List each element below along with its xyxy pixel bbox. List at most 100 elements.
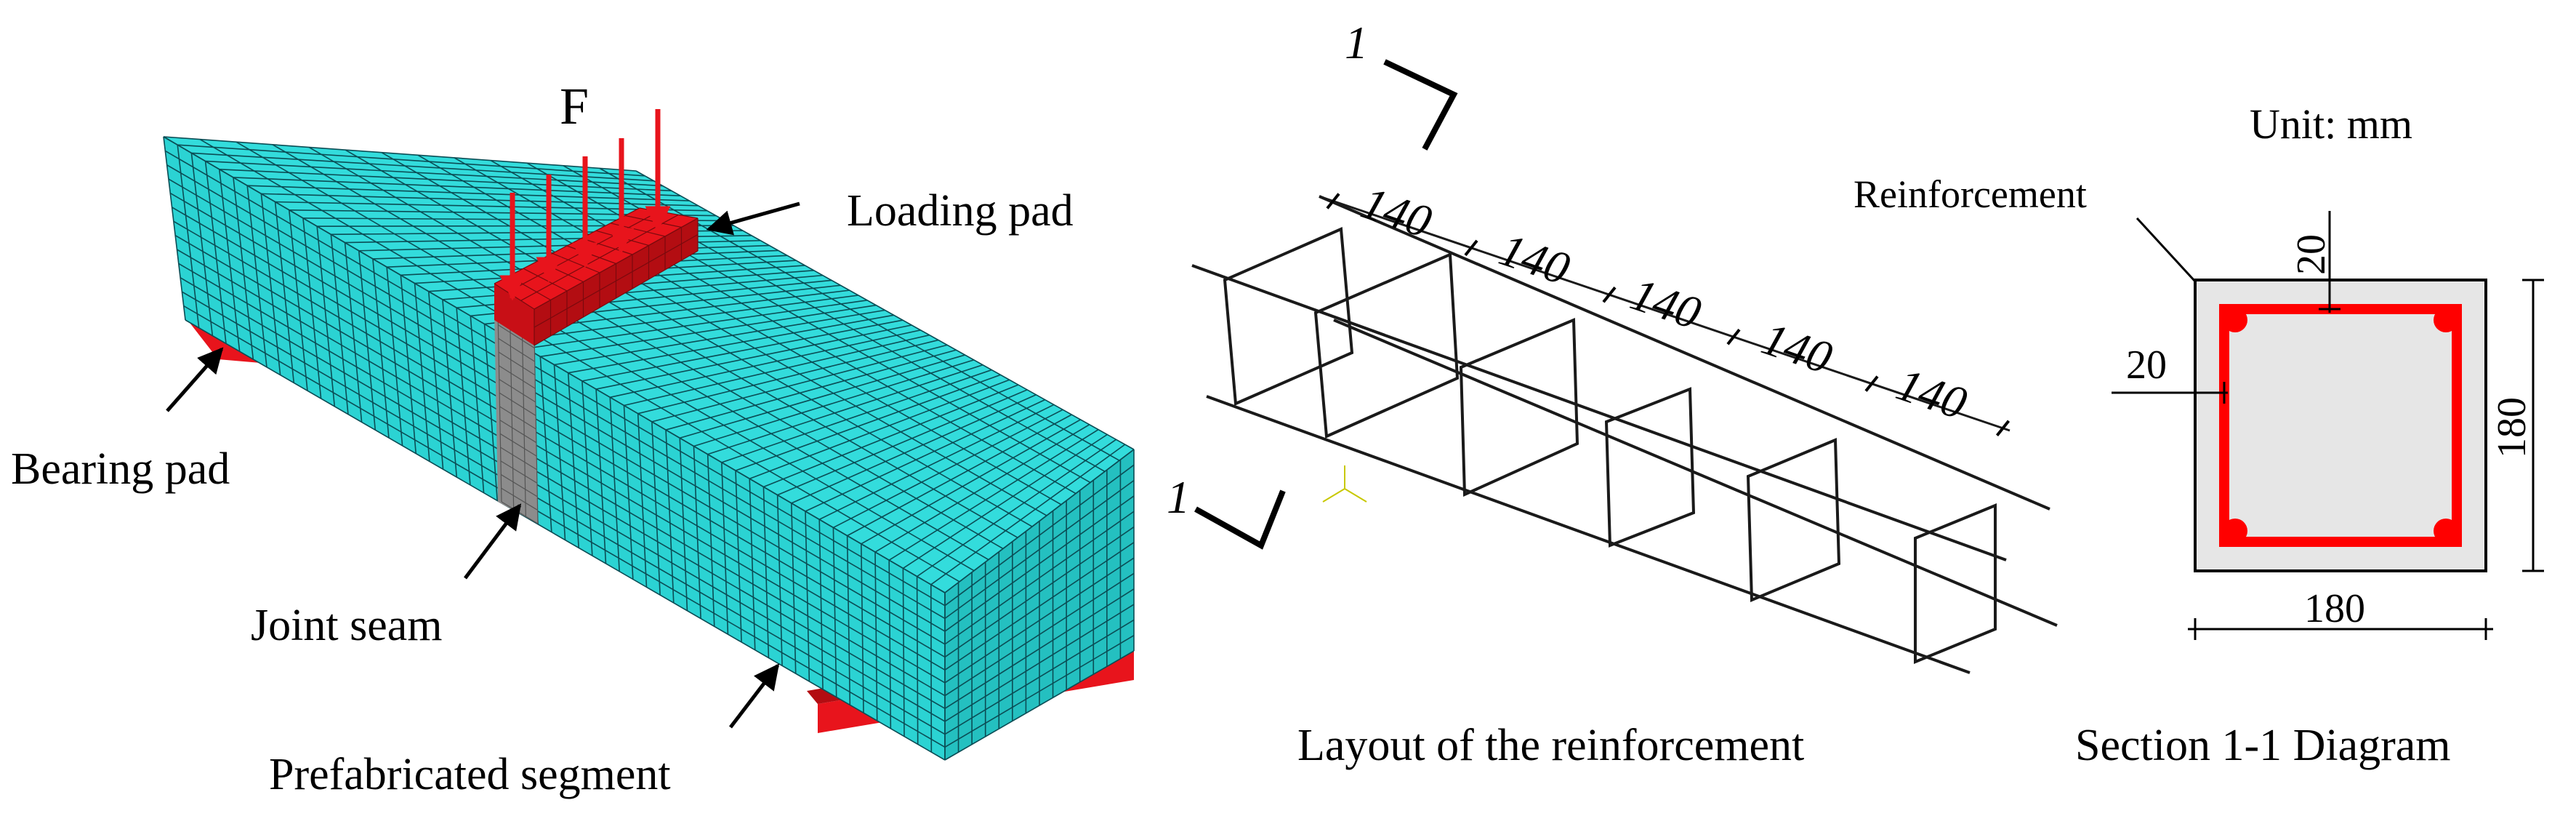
mesh-line — [944, 588, 1135, 709]
cover-left-label: 20 — [2126, 343, 2167, 388]
axis-triad — [1322, 465, 1367, 503]
beam-front-face — [164, 137, 945, 760]
mesh-line — [721, 369, 992, 463]
mesh-line — [174, 235, 946, 684]
mesh-line — [442, 299, 458, 478]
mesh-line — [665, 349, 957, 431]
loading-pad-leader — [706, 201, 800, 236]
mesh-line — [534, 233, 699, 328]
stirrup — [1914, 503, 1997, 664]
stirrup — [1223, 227, 1354, 406]
rebar-top-right — [2434, 308, 2458, 332]
stirrup — [1459, 318, 1579, 497]
mesh-line — [651, 421, 661, 596]
mesh-line — [818, 519, 824, 689]
section-mark-top-symbol — [1383, 59, 1458, 151]
mesh-line — [386, 267, 403, 446]
mesh-line — [944, 650, 1135, 761]
mesh-line — [246, 185, 267, 367]
mesh-line — [500, 447, 537, 471]
section-mark-bottom-symbol — [1194, 489, 1286, 550]
mesh-line — [358, 250, 377, 431]
mesh-line — [539, 356, 552, 532]
mesh-line — [427, 291, 444, 470]
mesh-line — [944, 449, 1135, 593]
mesh-line — [762, 487, 770, 658]
mesh-line — [483, 324, 498, 501]
mesh-line — [498, 324, 535, 349]
long-bar-bottom-front — [1206, 395, 1971, 674]
spacing-label: 140 — [1756, 312, 1839, 383]
mesh-line — [204, 161, 227, 344]
joint-seam-leader — [464, 503, 522, 580]
long-bar-top-back — [1319, 195, 2050, 511]
mesh-line — [944, 557, 1135, 684]
mesh-line — [944, 604, 1135, 722]
mesh-line — [164, 150, 946, 607]
mesh-line — [818, 404, 1055, 520]
stirrup — [1313, 252, 1460, 439]
beam-top-face — [164, 137, 1134, 593]
mesh-line — [805, 399, 1046, 512]
mesh-line — [902, 568, 905, 737]
reinforcement-panel — [1191, 193, 2058, 674]
mesh-line — [499, 433, 537, 457]
loading-pad-label: Loading pad — [847, 186, 1074, 236]
mesh-line — [456, 308, 471, 485]
dimension-ticks — [1326, 193, 2011, 437]
long-bar-bottom-back — [1333, 319, 2058, 627]
mesh-line — [191, 152, 654, 182]
mesh-line — [275, 201, 707, 212]
mesh-line — [735, 374, 1001, 471]
mesh-line — [567, 372, 579, 548]
spacing-label: 140 — [1356, 177, 1438, 248]
mesh-line — [665, 430, 675, 603]
mesh-line — [344, 242, 363, 423]
mesh-line — [177, 144, 645, 177]
mesh-line — [180, 277, 946, 722]
joint-seam-strip — [494, 311, 538, 524]
mesh-line — [944, 511, 1135, 645]
mesh-line — [163, 136, 637, 172]
mesh-line — [944, 572, 1135, 697]
mesh-line — [610, 329, 921, 399]
mesh-line — [707, 364, 983, 455]
mesh-line — [749, 379, 1010, 479]
mesh-line — [498, 351, 536, 376]
section-mark-bottom-label: 1 — [1167, 471, 1190, 523]
mesh-line — [526, 300, 868, 349]
dimension-tick — [1602, 286, 1617, 303]
mesh-line — [470, 316, 485, 493]
mesh-line — [178, 263, 946, 709]
mesh-line — [302, 217, 322, 399]
mesh-line — [261, 193, 699, 207]
mesh-line — [185, 319, 946, 761]
dimension-tick — [1864, 375, 1879, 392]
rebar-bottom-right — [2434, 519, 2458, 543]
mesh-line — [707, 454, 715, 627]
mesh-line — [183, 305, 946, 748]
mesh-line — [776, 495, 783, 666]
unit-label: Unit: mm — [2250, 100, 2412, 148]
mesh-line — [944, 526, 1135, 658]
mesh-line — [288, 209, 308, 391]
mesh-line — [833, 409, 1063, 529]
mesh-line — [888, 560, 892, 729]
mesh-line — [888, 428, 1099, 561]
mesh-line — [763, 384, 1019, 488]
stirrup — [1746, 438, 1841, 602]
rebar-top-left — [2223, 308, 2247, 332]
mesh-line — [944, 619, 1135, 735]
section-mark-top: 1 — [1345, 17, 1458, 151]
mesh-line — [749, 479, 756, 650]
mesh-line — [499, 420, 537, 444]
mesh-line — [944, 542, 1135, 671]
section-panel: Unit: mm Reinforcement 20 20 180 180 Sec… — [1853, 100, 2544, 770]
mesh-line — [534, 250, 699, 346]
mesh-line — [554, 309, 885, 366]
dimension-line — [1319, 195, 2011, 432]
section-mark-bottom: 1 — [1167, 471, 1286, 550]
mesh-line — [168, 178, 946, 632]
mesh-line — [169, 192, 946, 645]
